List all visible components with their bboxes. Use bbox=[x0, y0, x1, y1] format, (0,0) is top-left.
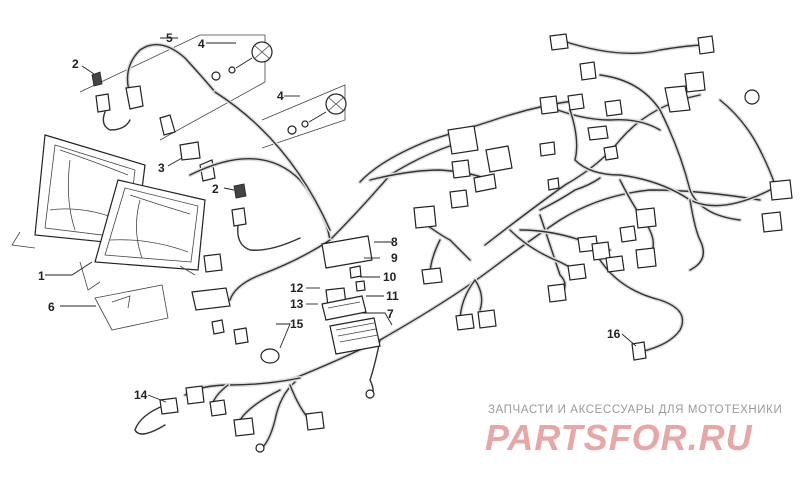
callout-4b: 4 bbox=[277, 89, 284, 103]
callout-9: 9 bbox=[391, 251, 398, 265]
leader-lines bbox=[45, 37, 637, 403]
callout-15: 15 bbox=[290, 317, 304, 331]
fuse-10 bbox=[349, 265, 362, 279]
callout-2a: 2 bbox=[72, 57, 79, 71]
callout-labels: 1 2 2 3 4 4 5 6 7 8 9 10 11 12 13 14 15 … bbox=[38, 31, 621, 402]
socket-connector-5 bbox=[125, 42, 218, 182]
adjuster-knob-lower bbox=[287, 93, 347, 135]
ring-15 bbox=[260, 348, 280, 364]
lower-connectors bbox=[159, 385, 375, 453]
callout-14: 14 bbox=[134, 388, 148, 402]
fuse-block-11 bbox=[329, 317, 381, 355]
cover-13 bbox=[321, 295, 367, 321]
watermark-logo: PARTSFOR.RU bbox=[485, 417, 753, 458]
callout-5: 5 bbox=[166, 31, 173, 45]
connector-block-left bbox=[191, 253, 249, 345]
headlight-socket-2-right bbox=[231, 183, 301, 251]
callout-6: 6 bbox=[48, 300, 55, 314]
callout-12: 12 bbox=[290, 281, 304, 295]
fuse-9 bbox=[355, 280, 366, 292]
callout-13: 13 bbox=[290, 297, 304, 311]
connector-cluster bbox=[413, 33, 793, 361]
callout-11: 11 bbox=[386, 289, 399, 303]
adjuster-knob-upper bbox=[211, 41, 273, 81]
callout-2b: 2 bbox=[212, 182, 219, 196]
callout-3: 3 bbox=[158, 161, 165, 175]
callout-4a: 4 bbox=[198, 37, 205, 51]
watermark-logo-text: PARTSFOR.RU bbox=[485, 417, 753, 458]
watermark-tagline: ЗАПЧАСТИ И АКСЕССУАРЫ ДЛЯ МОТОТЕХНИКИ bbox=[488, 404, 783, 416]
callout-1: 1 bbox=[38, 269, 45, 283]
module-8 bbox=[321, 235, 373, 269]
headlight-right bbox=[79, 179, 206, 291]
callout-8: 8 bbox=[391, 235, 398, 249]
callout-7: 7 bbox=[387, 307, 394, 321]
headlight-bracket bbox=[94, 284, 169, 331]
callout-16: 16 bbox=[607, 327, 621, 341]
callout-10: 10 bbox=[383, 270, 397, 284]
